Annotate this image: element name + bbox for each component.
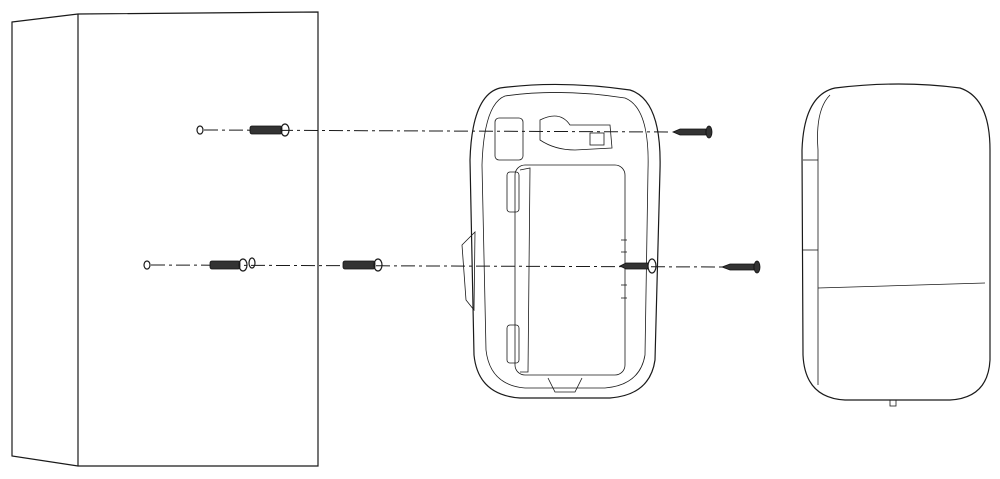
screw-bottom bbox=[720, 260, 761, 274]
screw-in-base bbox=[619, 258, 657, 274]
drill-hole-bottom bbox=[143, 260, 151, 270]
drill-hole-top bbox=[196, 125, 204, 135]
wall-anchor-bottom-left bbox=[209, 257, 256, 272]
wall-anchor-bottom-right bbox=[342, 258, 383, 272]
screw-top bbox=[671, 125, 713, 139]
wall bbox=[11, 11, 319, 467]
mounting-base bbox=[461, 83, 661, 399]
front-cover bbox=[801, 83, 991, 407]
wall-anchor-top bbox=[249, 123, 290, 137]
alignment-lines bbox=[150, 129, 723, 268]
